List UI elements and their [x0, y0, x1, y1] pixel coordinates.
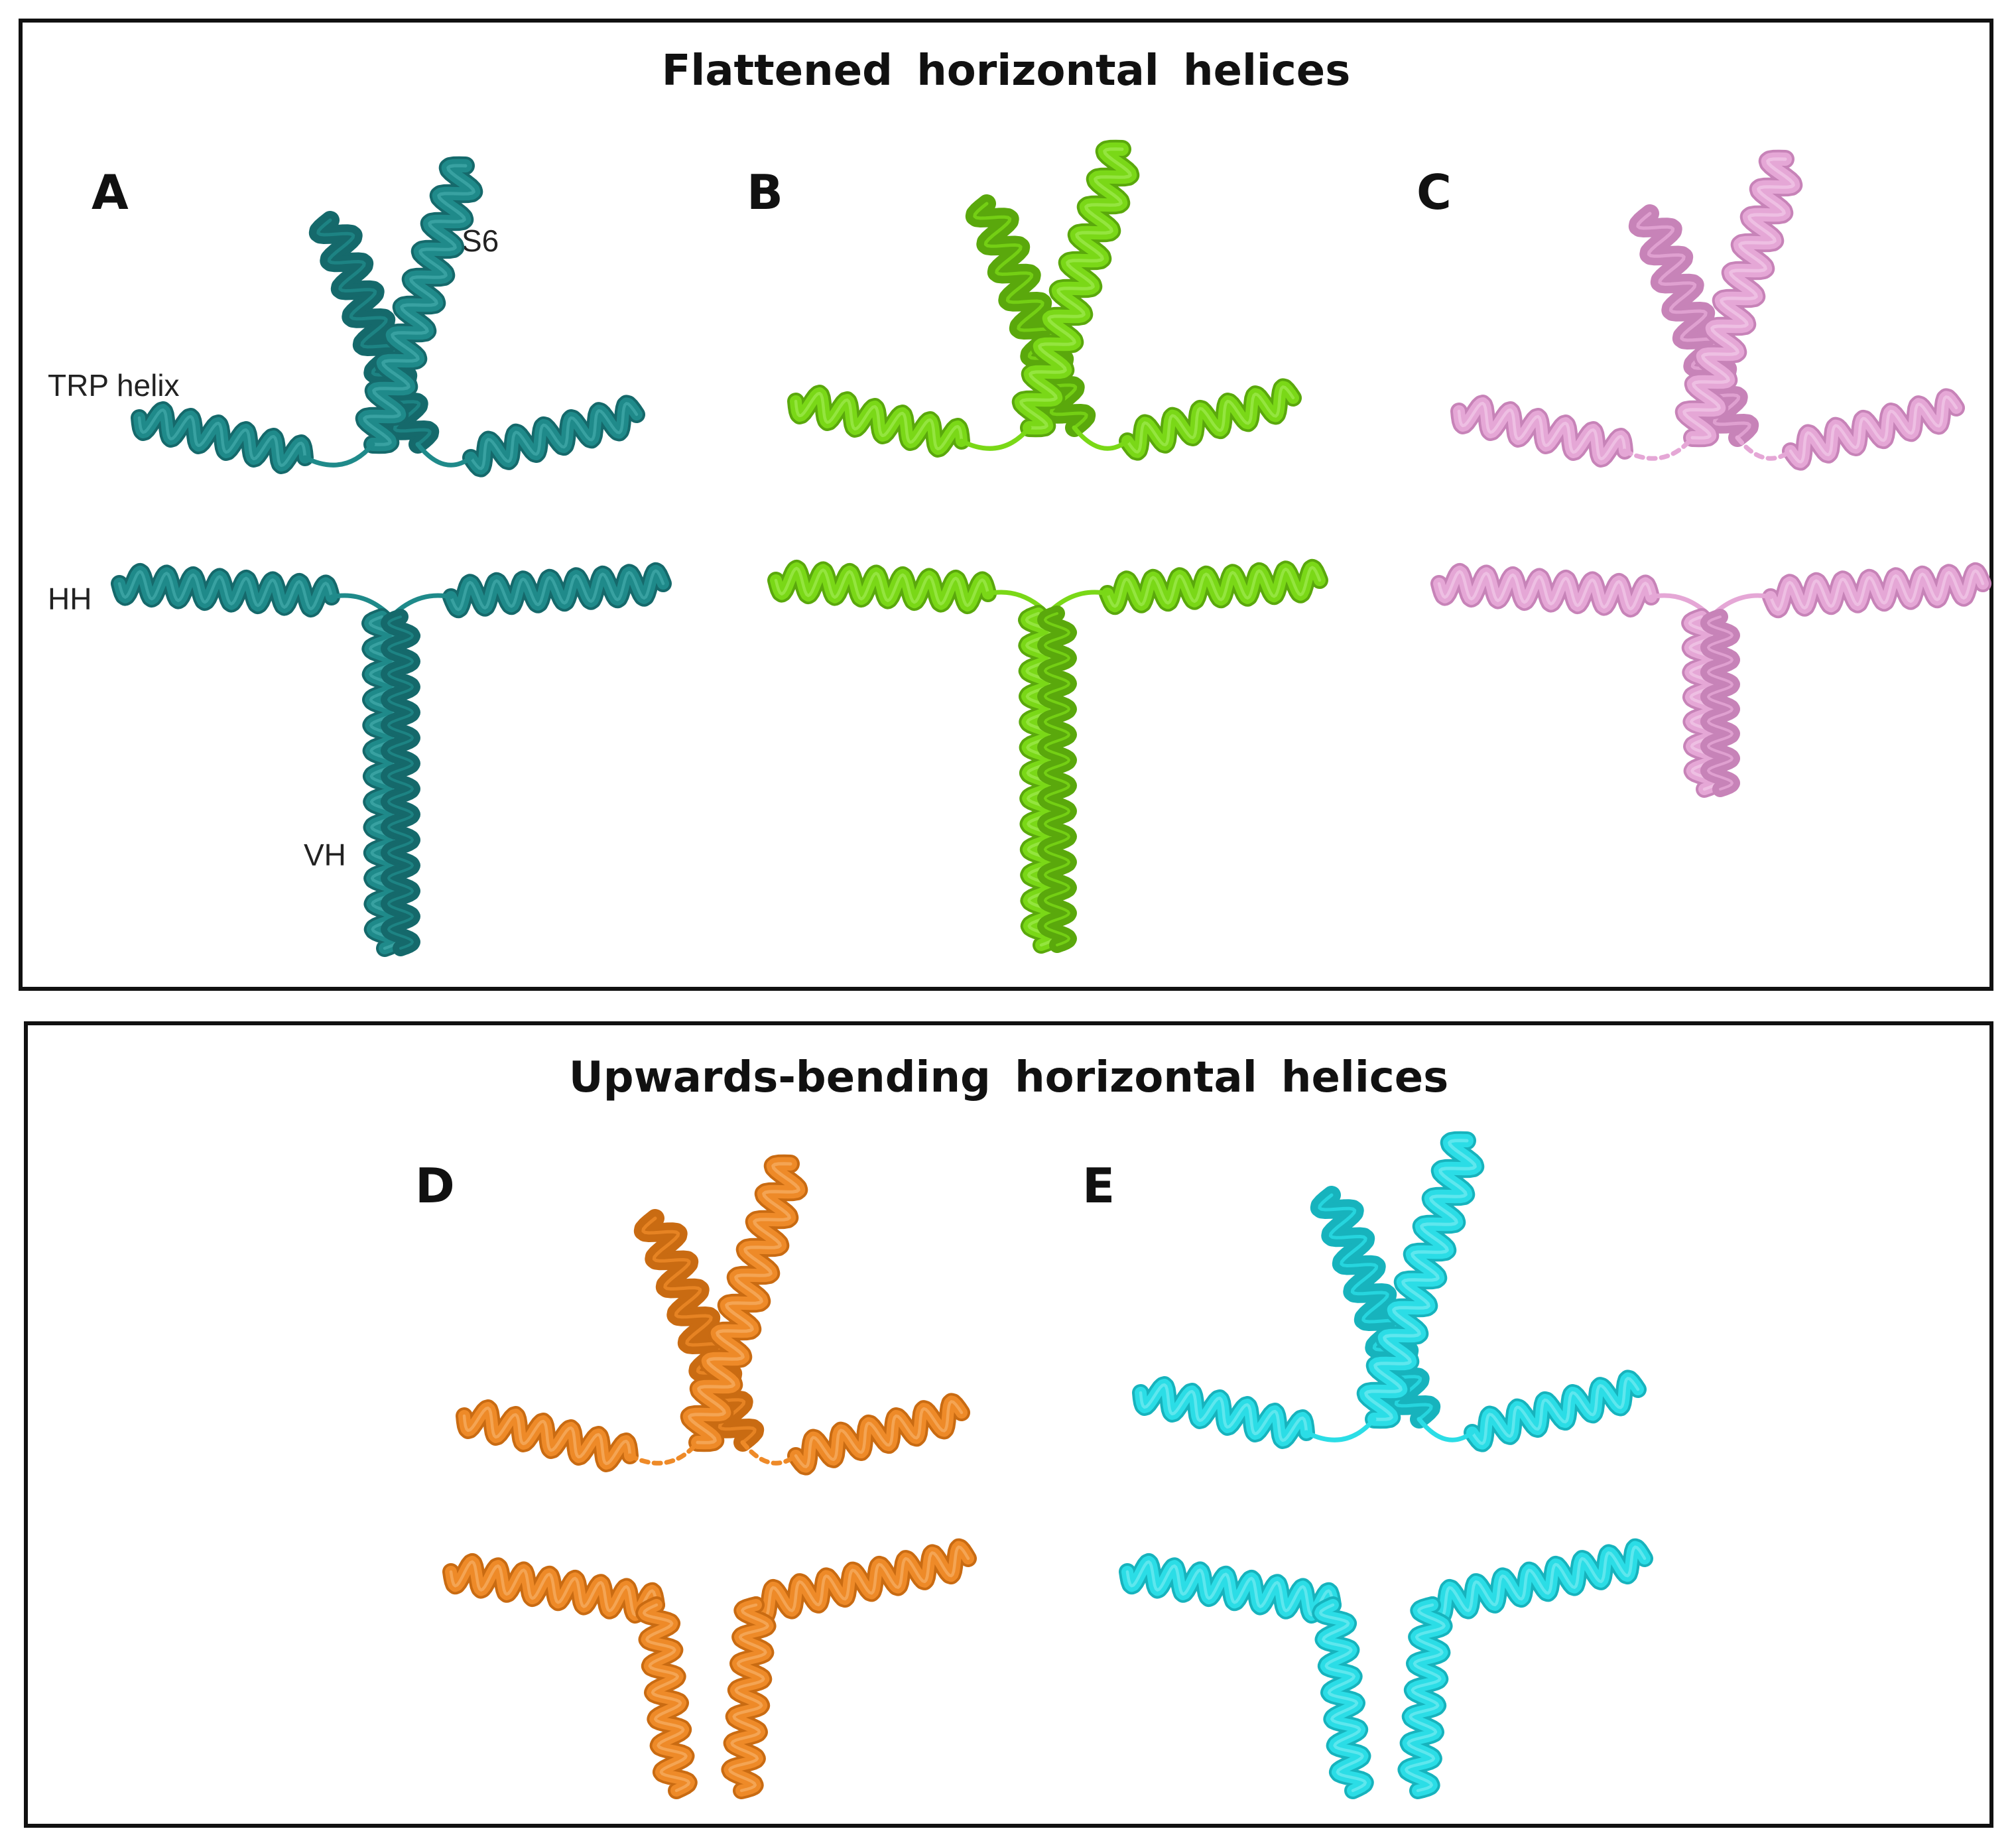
panel-d-vh-left: [635, 1596, 698, 1799]
panel-a-vh-helix-2: [381, 609, 420, 956]
panel-letter-a: A: [92, 164, 129, 220]
panel-a-hh-right: [442, 562, 672, 619]
panel-e-linker-right: [1417, 1417, 1475, 1442]
panel-d-s6-front-helix: [680, 1154, 808, 1452]
panel-c-hh-left: [1430, 562, 1660, 618]
label-hh: HH: [48, 582, 92, 616]
panel-c-s6-front-helix: [1674, 149, 1803, 448]
panel-letter-d: D: [415, 1158, 455, 1214]
label-s6: S6: [462, 223, 499, 258]
panel-a-s6-front-helix: [355, 156, 483, 454]
panel-d-trp-helix-left: [456, 1399, 639, 1472]
panel-b-linker-left: [959, 425, 1032, 451]
label-trp-helix: TRP helix: [48, 368, 180, 403]
panel-b-linker-right: [1072, 425, 1130, 451]
panel-a-s6-back-helix: [308, 211, 440, 454]
panel-c-trp-helix-right: [1782, 388, 1965, 471]
panel-a-trp-helix-left: [131, 401, 314, 474]
panel-b-vh-helix-2: [1037, 605, 1077, 953]
panel-letter-c: C: [1417, 164, 1452, 220]
panel-c-hh-right: [1762, 562, 1991, 619]
panel-d-linker-left: [627, 1440, 700, 1466]
panel-c-linker-right: [1735, 435, 1793, 461]
panel-e-trp-helix-right: [1464, 1369, 1647, 1452]
panel-e-hh-right: [1424, 1538, 1653, 1625]
panel-b-trp-helix-left: [787, 385, 970, 458]
panel-d-vh-right: [721, 1596, 777, 1799]
panel-b-s6-back-helix: [965, 194, 1096, 437]
panel-letter-e: E: [1082, 1158, 1115, 1214]
panel-e-linker-left: [1304, 1417, 1377, 1442]
panel-e-vh-right: [1397, 1596, 1453, 1799]
panel-b-trp-helix-right: [1119, 378, 1302, 461]
panel-a-hh-left: [111, 562, 340, 618]
panel-e-s6-back-helix: [1310, 1186, 1441, 1429]
panel-c-s6-back-helix: [1628, 204, 1759, 447]
panel-d-linker-right: [740, 1440, 798, 1466]
panel-d-trp-helix-right: [787, 1393, 970, 1476]
panel-d-s6-back-helix: [633, 1209, 765, 1452]
panel-b-hh-right: [1099, 558, 1328, 615]
panel-b-hh-left: [767, 559, 997, 615]
panel-b-s6-front-helix: [1011, 139, 1140, 438]
panel-c-trp-helix-left: [1450, 395, 1633, 468]
title-upwards: Upwards-bending horizontal helices: [568, 1053, 1449, 1102]
panel-d-hh-right: [747, 1538, 977, 1625]
panel-a-linker-right: [415, 442, 473, 468]
panel-a-trp-helix-right: [462, 395, 645, 477]
panel-e-trp-helix-left: [1132, 1376, 1315, 1449]
panel-a-linker-left: [302, 442, 375, 468]
panel-d-hh-left: [442, 1553, 665, 1624]
panel-c-vh-helix-2: [1700, 609, 1740, 797]
title-flattened: Flattened horizontal helices: [661, 46, 1351, 95]
panel-c-linker-left: [1622, 435, 1695, 461]
label-vh: VH: [304, 838, 346, 872]
panel-upwards-frame: Upwards-bending horizontal helices: [24, 1021, 1993, 1828]
panel-flattened-frame: Flattened horizontal helices: [19, 19, 1993, 991]
panel-letter-b: B: [747, 164, 783, 220]
panel-e-vh-left: [1312, 1596, 1374, 1799]
panel-e-hh-left: [1119, 1553, 1342, 1624]
panel-e-s6-front-helix: [1356, 1131, 1485, 1429]
